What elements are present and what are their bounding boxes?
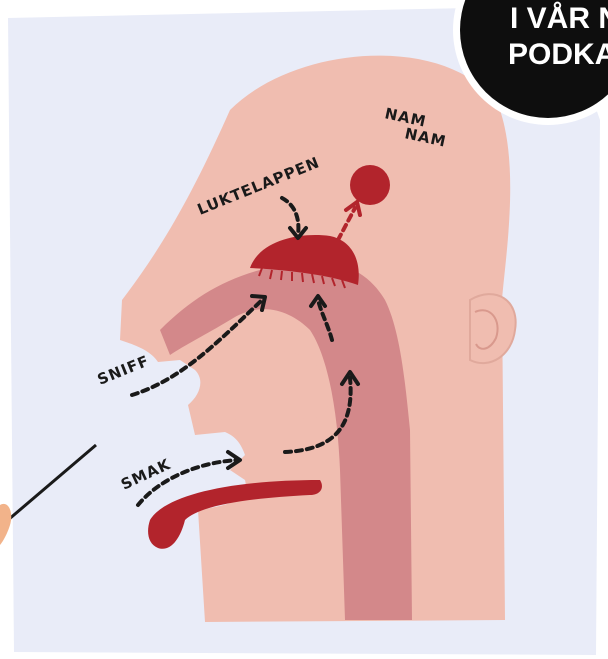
badge-line-2: PODKAS: [508, 38, 608, 71]
badge-line-1: I VÅR NY: [510, 2, 608, 35]
brain-target: [350, 165, 390, 205]
mouth-cavity: [200, 351, 329, 420]
